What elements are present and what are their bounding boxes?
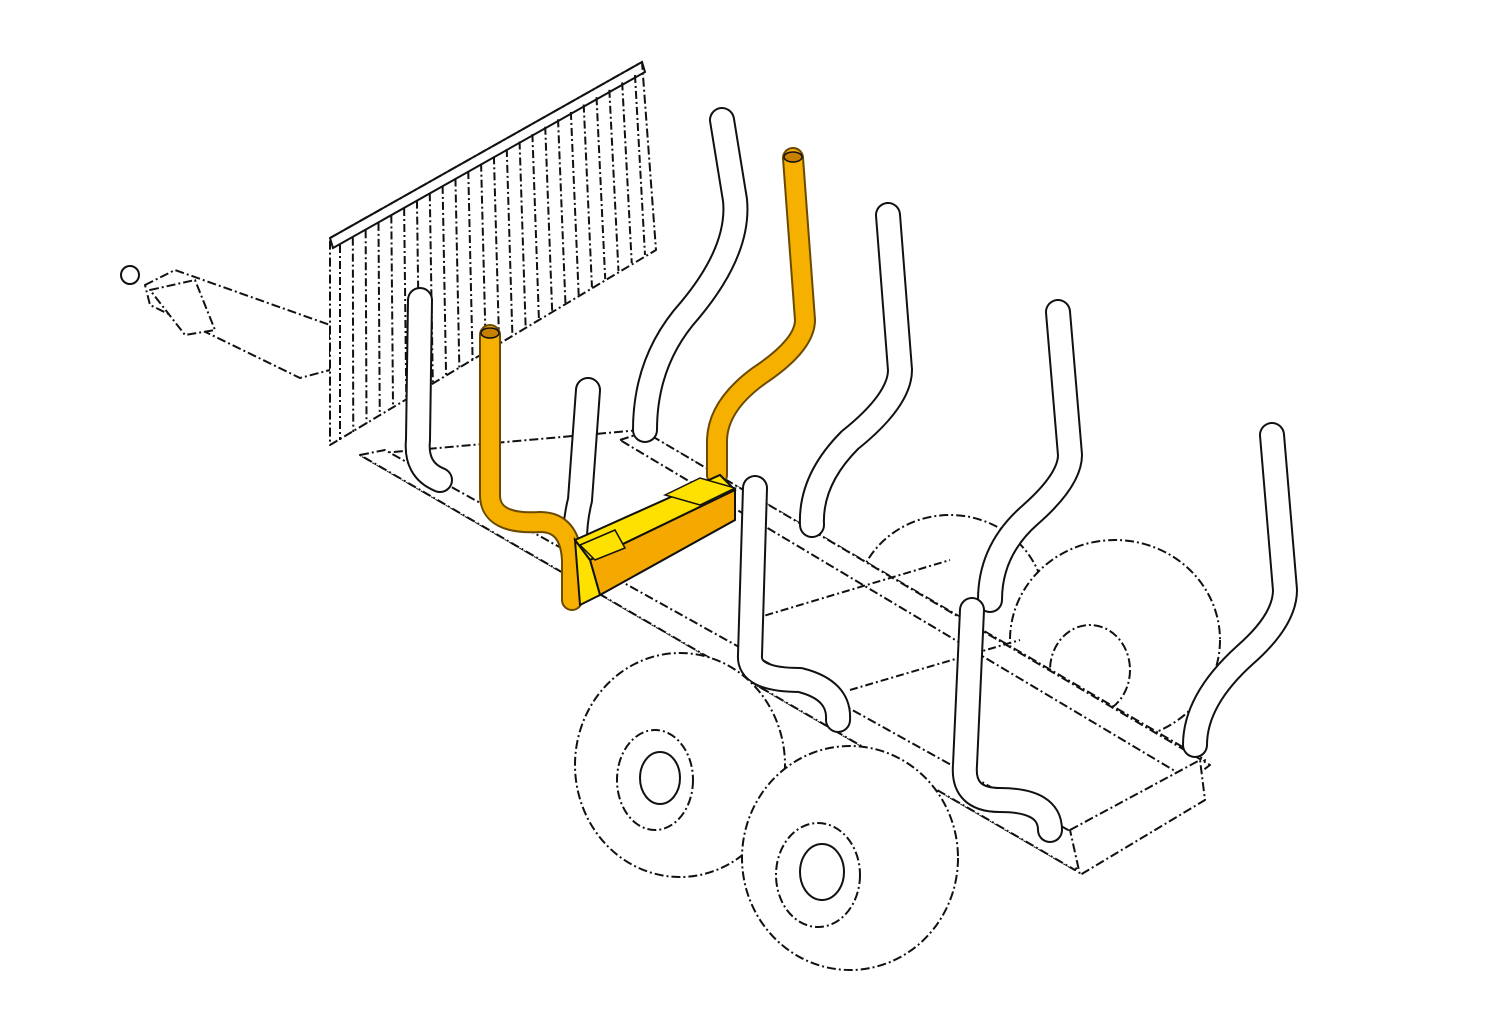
stanchion-post (406, 289, 451, 491)
grille-bar (608, 89, 620, 272)
grille-bar (634, 74, 646, 256)
grille-bar (595, 97, 607, 280)
stanchion-post (564, 379, 599, 551)
grille-bar (582, 104, 593, 288)
grille-bar (557, 119, 567, 304)
grille-bar (377, 222, 381, 416)
grille-bar (569, 111, 580, 296)
grille-bar (621, 82, 633, 264)
stanchion-post (953, 599, 1061, 841)
stanchion-post (634, 109, 747, 441)
grille-bar (480, 163, 487, 352)
grille-bar (505, 148, 514, 336)
grille-bar (364, 230, 368, 424)
grille-bar (531, 134, 540, 320)
grille-bar (544, 126, 554, 312)
stanchion-post (739, 477, 850, 731)
stanchion-post (979, 301, 1081, 611)
grille-bar (518, 141, 527, 328)
grille-bar (492, 156, 501, 344)
drawbar (120, 265, 331, 379)
grille-bar (390, 215, 395, 408)
hitch-eye (120, 265, 140, 285)
stanchion-post (1184, 424, 1296, 756)
stanchions (404, 107, 1298, 843)
front-wheels (574, 652, 959, 971)
highlighted-bunk-stanchion (479, 147, 816, 611)
stanchion-post (800, 204, 911, 536)
